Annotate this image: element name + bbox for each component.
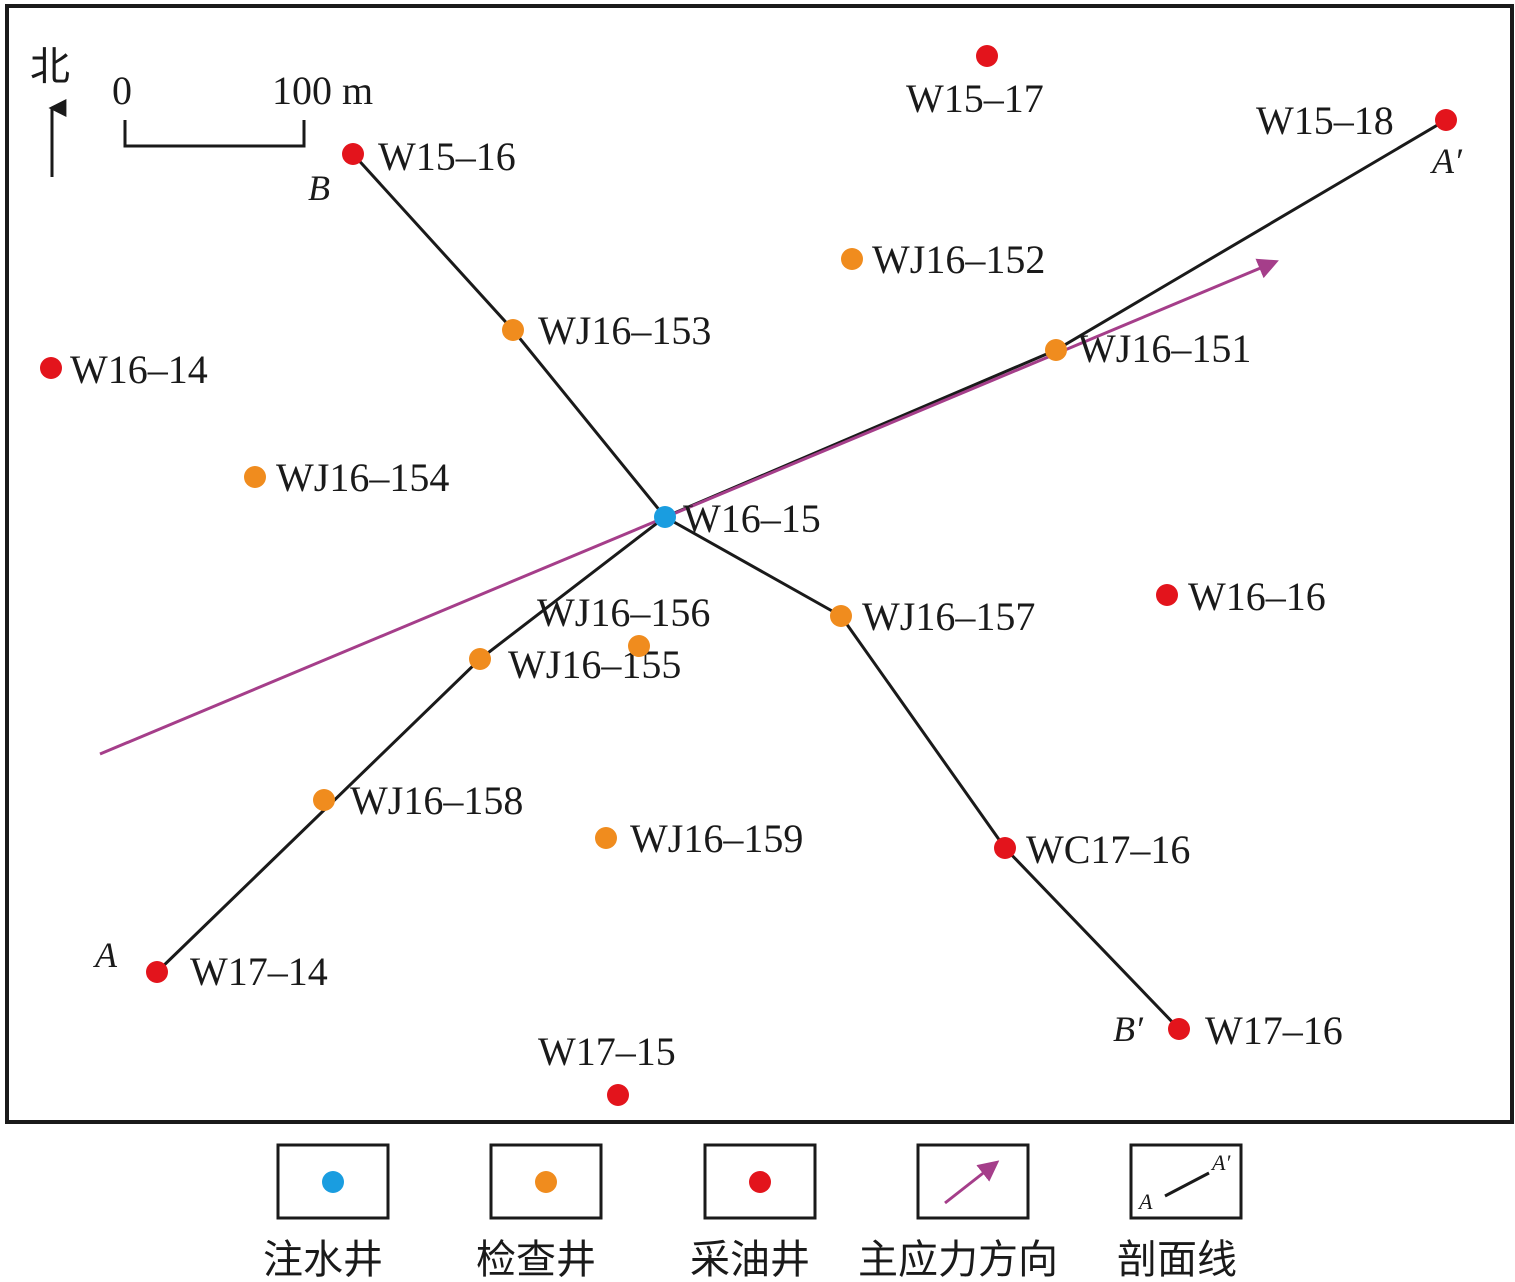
north-label: 北 — [30, 44, 70, 90]
section-label-b-prime: B′ — [1113, 1009, 1144, 1049]
well-label-w17-16: W17–16 — [1205, 1008, 1343, 1053]
well-label-wj16-154: WJ16–154 — [276, 455, 449, 500]
well-marker-wj16-152 — [841, 248, 863, 270]
legend-box-production — [703, 1143, 817, 1220]
legend-box-inspection — [489, 1143, 603, 1220]
well-label-wj16-156: WJ16–156 — [537, 590, 710, 635]
legend-label-inspection: 检查井 — [476, 1237, 596, 1282]
well-marker-wj16-154 — [244, 466, 266, 488]
well-label-w17-14: W17–14 — [190, 949, 328, 994]
section-line-b — [351, 152, 1181, 1031]
legend-production-well-icon — [749, 1171, 771, 1193]
section-label-a: A — [93, 935, 118, 975]
well-marker-w17-16 — [1168, 1018, 1190, 1040]
well-label-wj16-155: WJ16–155 — [508, 642, 681, 687]
well-label-w15-17: W15–17 — [906, 76, 1044, 121]
well-marker-wj16-151 — [1045, 339, 1067, 361]
well-label-w16-15: W16–15 — [683, 496, 821, 541]
well-marker-wj16-153 — [502, 319, 524, 341]
well-marker-w16-16 — [1156, 584, 1178, 606]
scale-end-label: 100 m — [272, 68, 373, 113]
well-marker-w15-17 — [976, 45, 998, 67]
wells-layer: W15–16 W15–17 W15–18W16–14W16–15W16–16W17–… — [40, 45, 1457, 1106]
legend-section-a-label: A — [1137, 1189, 1153, 1214]
well-marker-w15-16 — [342, 143, 364, 165]
well-marker-wj16-155 — [469, 648, 491, 670]
well-marker-w16-15 — [654, 506, 676, 528]
legend-box-injection — [276, 1143, 390, 1220]
well-label-wj16-153: WJ16–153 — [538, 308, 711, 353]
well-label-wj16-157: WJ16–157 — [862, 594, 1035, 639]
scale-bar — [123, 120, 306, 148]
legend: 注水井 检查井 采油井 主应力方向 A A′ 剖面线 — [263, 1143, 1243, 1282]
legend-section-a-prime-label: A′ — [1210, 1150, 1231, 1175]
well-label-w17-15: W17–15 — [538, 1029, 676, 1074]
legend-injection-well-icon — [322, 1171, 344, 1193]
legend-section-line-icon — [1164, 1171, 1210, 1198]
well-marker-w16-14 — [40, 357, 62, 379]
well-marker-w15-18 — [1435, 109, 1457, 131]
well-marker-w17-15 — [607, 1084, 629, 1106]
principal-stress-arrow — [99, 258, 1279, 756]
legend-label-production: 采油井 — [690, 1237, 810, 1282]
well-label-w15-16: W15–16 — [378, 134, 516, 179]
map-frame — [5, 4, 1514, 1124]
well-label-wj16-152: WJ16–152 — [872, 237, 1045, 282]
well-marker-wj16-157 — [830, 605, 852, 627]
well-marker-wj16-158 — [313, 789, 335, 811]
well-marker-wj16-156 — [628, 635, 650, 657]
well-marker-wj16-159 — [595, 827, 617, 849]
scale-start-label: 0 — [112, 68, 132, 113]
well-label-wj16-158: WJ16–158 — [350, 778, 523, 823]
legend-box-stress — [916, 1143, 1030, 1220]
legend-stress-arrow-icon — [944, 1160, 1000, 1205]
well-marker-w17-14 — [146, 961, 168, 983]
legend-inspection-well-icon — [535, 1171, 557, 1193]
legend-label-injection: 注水井 — [263, 1237, 383, 1282]
well-label-w15-18: W15–18 — [1256, 98, 1394, 143]
well-marker-wc17-16 — [994, 837, 1016, 859]
legend-box-section — [1129, 1143, 1243, 1220]
well-label-w16-16: W16–16 — [1188, 574, 1326, 619]
well-label-w16-14: W16–14 — [70, 347, 208, 392]
legend-label-section: 剖面线 — [1117, 1237, 1237, 1282]
well-label-wj16-151: WJ16–151 — [1078, 326, 1251, 371]
section-label-b: B — [308, 168, 330, 208]
legend-label-stress: 主应力方向 — [858, 1237, 1058, 1282]
well-label-wj16-159: WJ16–159 — [630, 816, 803, 861]
well-label-wc17-16: WC17–16 — [1026, 827, 1190, 872]
section-label-a-prime: A′ — [1430, 141, 1463, 181]
